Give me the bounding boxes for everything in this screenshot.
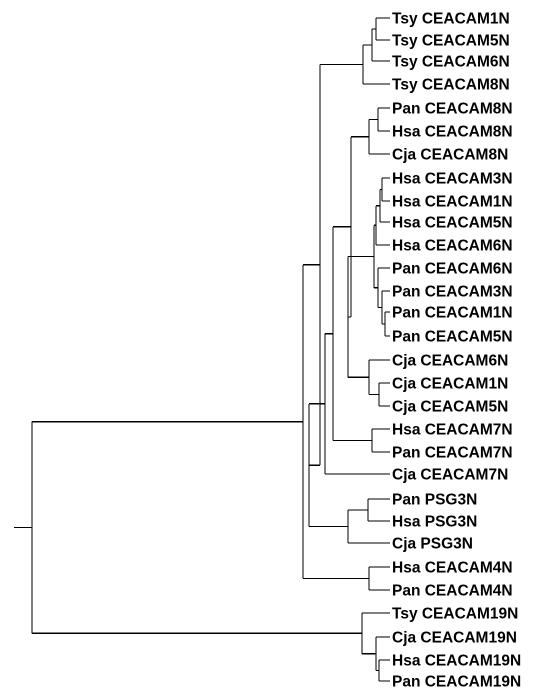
leaf-label: Cja CEACAM19N <box>392 630 517 647</box>
leaf-label: Cja CEACAM1N <box>392 376 508 393</box>
leaf-label: Hsa CEACAM3N <box>392 171 513 188</box>
leaf-label: Pan CEACAM1N <box>392 305 513 322</box>
leaf-label: Cja CEACAM7N <box>392 467 508 484</box>
leaf-label: Pan CEACAM5N <box>392 329 513 346</box>
leaf-label: Cja CEACAM5N <box>392 399 508 416</box>
leaf-label: Hsa CEACAM7N <box>392 422 513 439</box>
leaf-label: Tsy CEACAM1N <box>392 11 510 28</box>
leaf-label: Hsa CEACAM8N <box>392 124 513 141</box>
leaf-label: Pan CEACAM8N <box>392 101 513 118</box>
leaf-label: Cja CEACAM8N <box>392 147 508 164</box>
leaf-label: Pan CEACAM7N <box>392 445 513 462</box>
leaf-label: Tsy CEACAM5N <box>392 33 510 50</box>
leaf-label: Cja CEACAM6N <box>392 353 508 370</box>
leaf-label: Hsa CEACAM19N <box>392 653 521 670</box>
leaf-label: Hsa CEACAM5N <box>392 215 513 232</box>
leaf-label: Tsy CEACAM8N <box>392 77 510 94</box>
leaf-label: Pan CEACAM19N <box>392 674 521 691</box>
leaf-label: Tsy CEACAM19N <box>392 606 518 623</box>
leaf-label: Hsa PSG3N <box>392 514 477 531</box>
leaf-label: Pan PSG3N <box>392 492 477 509</box>
leaf-label: Cja PSG3N <box>392 536 473 553</box>
leaf-label: Hsa CEACAM1N <box>392 194 513 211</box>
leaf-label: Pan CEACAM4N <box>392 583 513 600</box>
leaf-label: Hsa CEACAM6N <box>392 238 513 255</box>
leaf-label: Tsy CEACAM6N <box>392 54 510 71</box>
leaf-label: Pan CEACAM3N <box>392 284 513 301</box>
leaf-label: Pan CEACAM6N <box>392 261 513 278</box>
leaf-label: Hsa CEACAM4N <box>392 560 513 577</box>
